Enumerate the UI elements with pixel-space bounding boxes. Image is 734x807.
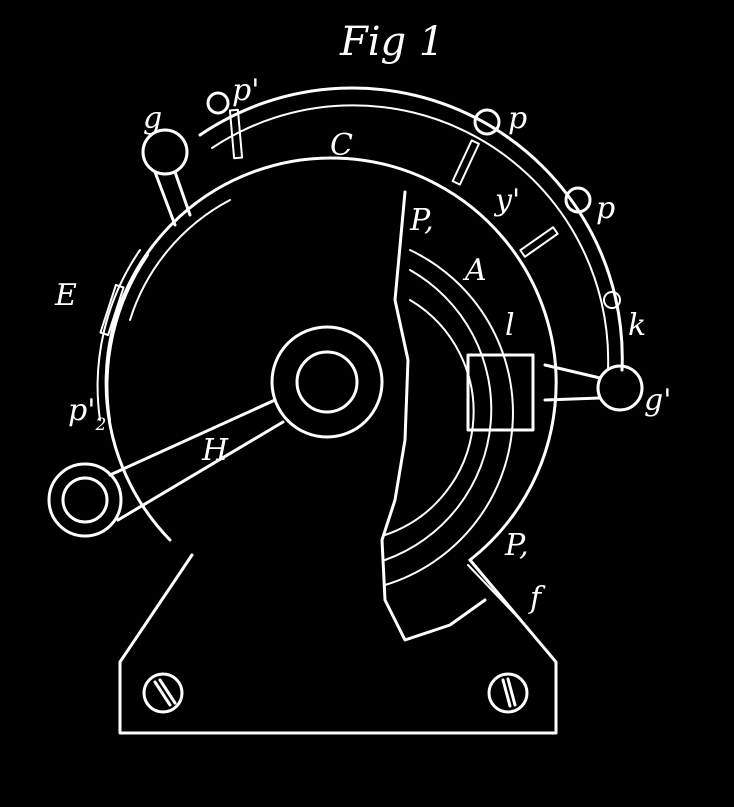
label-k: k (628, 308, 646, 343)
label-C: C (330, 128, 353, 163)
label-f: f (528, 581, 546, 616)
pin-p-right (519, 186, 592, 258)
label-E: E (54, 278, 77, 313)
base-plate (118, 553, 558, 735)
segment-A-inner (384, 299, 475, 536)
label-g-prime: g' (644, 383, 671, 418)
knob-g-prime (543, 363, 644, 412)
cutaway-edge (380, 190, 487, 642)
knob-g (141, 128, 192, 227)
label-p-right: p (596, 191, 615, 226)
contact-arc-inner (211, 104, 610, 371)
hub-outer (270, 325, 384, 439)
handle-H (108, 398, 285, 522)
left-contact-strip-inner (106, 254, 149, 421)
block-l (466, 353, 535, 432)
inner-rim (129, 199, 231, 321)
pin-k (603, 291, 621, 309)
pin-p-prime (206, 91, 244, 160)
handle-ring-outer (47, 462, 123, 538)
label-p-upper: p (508, 101, 527, 136)
label-p2-prime: p'2 (68, 393, 106, 435)
screw-right (487, 672, 529, 714)
left-contact-strip (96, 249, 141, 421)
label-A: A (462, 253, 487, 288)
pin-p-upper (451, 108, 501, 186)
label-y-prime: y' (493, 183, 520, 218)
label-l: l (505, 308, 515, 343)
label-g: g (143, 101, 162, 136)
hub-inner (295, 350, 359, 414)
segment-A-mid (384, 269, 493, 561)
main-disc (104, 156, 558, 562)
label-H: H (201, 433, 229, 468)
lead-f (467, 564, 526, 626)
contact-arc-outer (198, 86, 624, 372)
label-P1-upper: P, (409, 203, 434, 238)
label-P1-lower: P, (504, 528, 529, 563)
segment-A-outer (384, 249, 514, 586)
screw-left (142, 672, 184, 714)
handle-ring-inner (61, 476, 109, 524)
label-p-prime: p' (232, 73, 259, 108)
figure-title: Fig 1 (339, 19, 444, 65)
contact-E (99, 283, 125, 337)
